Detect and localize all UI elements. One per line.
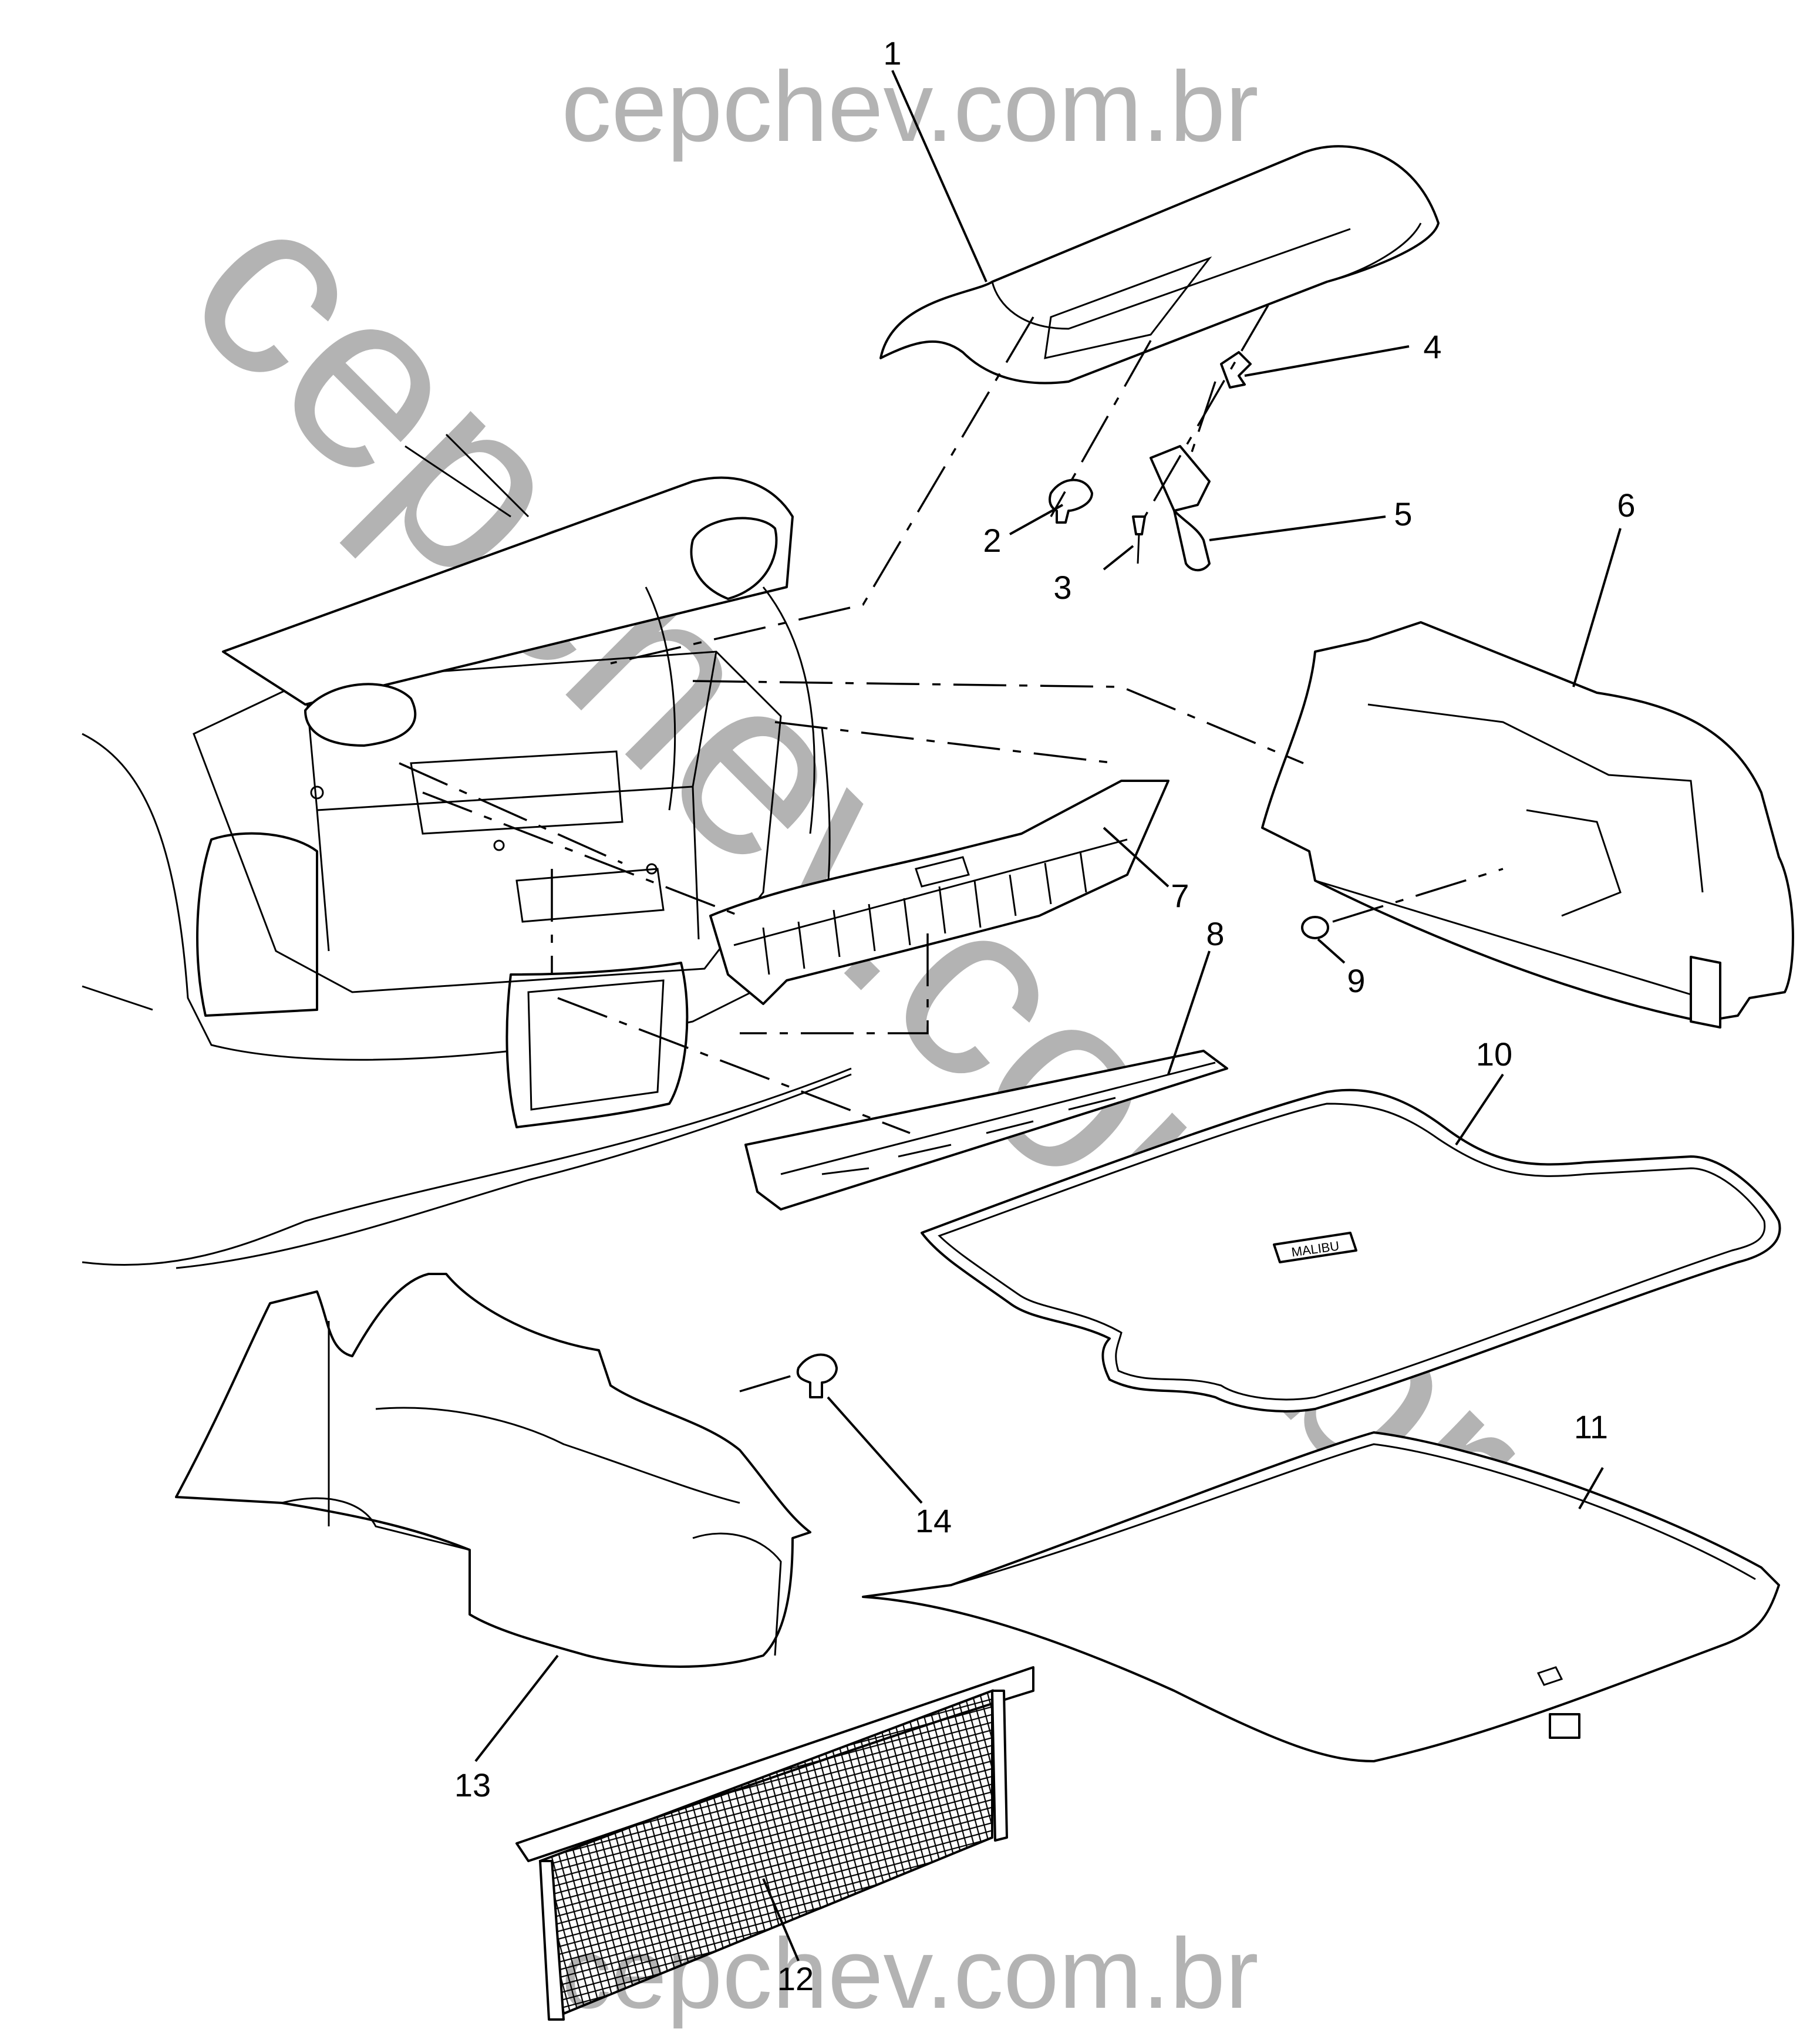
callout-13: 13 xyxy=(454,1766,491,1803)
push-retainer-14 xyxy=(796,1353,838,1398)
push-retainer-2 xyxy=(1049,478,1093,524)
callout-numbers: 1 2 3 4 5 6 7 8 9 10 11 12 13 14 xyxy=(454,35,1636,1997)
clip-4 xyxy=(1220,351,1252,389)
watermark-top: cepchev.com.br xyxy=(561,51,1258,163)
callout-4: 4 xyxy=(1423,328,1441,365)
rear-compartment-front-trim-8 xyxy=(744,1050,1228,1211)
screw-3 xyxy=(1132,515,1146,564)
callout-9: 9 xyxy=(1347,962,1365,999)
callout-3: 3 xyxy=(1053,569,1071,606)
emergency-release-handle-5 xyxy=(1150,445,1211,572)
callout-7: 7 xyxy=(1171,877,1189,914)
callout-2: 2 xyxy=(983,522,1001,559)
vehicle-rear-body xyxy=(82,433,852,1269)
assembly-lines xyxy=(399,305,1504,1393)
right-quarter-trim-6 xyxy=(1261,621,1794,1029)
rear-compartment-sill-trim-7 xyxy=(709,780,1169,1005)
callout-6: 6 xyxy=(1617,487,1635,524)
callout-11: 11 xyxy=(1574,1408,1608,1445)
floor-mat-10: MALIBU xyxy=(921,1088,1781,1412)
callout-12: 12 xyxy=(777,1960,814,1997)
cargo-net-12 xyxy=(515,1666,1034,2021)
leader-lines xyxy=(474,70,1622,1961)
callout-1: 1 xyxy=(883,35,901,72)
floor-panel-cover-11 xyxy=(862,1431,1780,1762)
callout-8: 8 xyxy=(1206,915,1224,952)
left-quarter-trim-13 xyxy=(175,1273,811,1668)
callout-5: 5 xyxy=(1394,495,1412,532)
rear-window-panel-trim xyxy=(879,145,1440,385)
callout-14: 14 xyxy=(915,1502,952,1539)
callout-10: 10 xyxy=(1476,1036,1512,1073)
plug-9 xyxy=(1301,916,1329,939)
